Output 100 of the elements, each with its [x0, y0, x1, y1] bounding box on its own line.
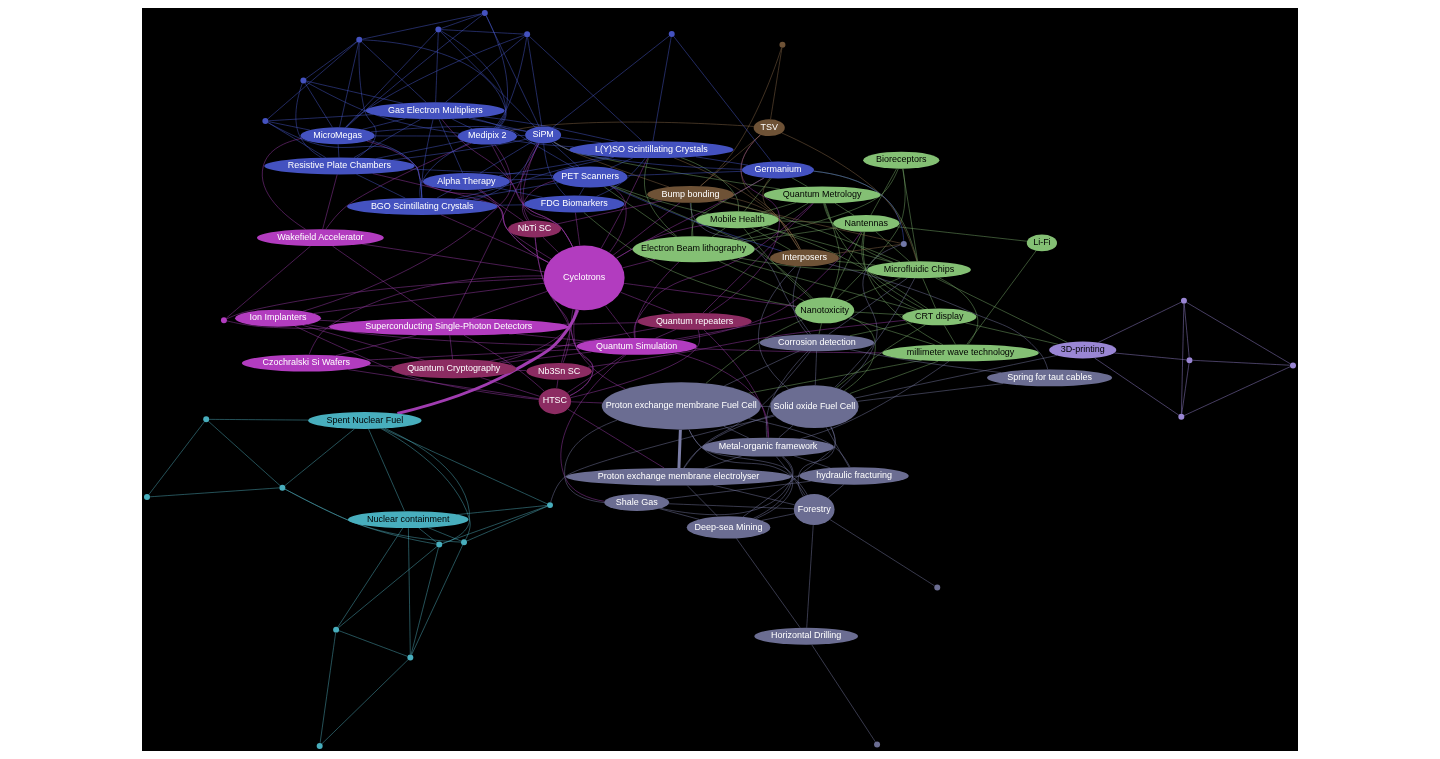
node-circle	[333, 626, 340, 633]
connector	[1113, 352, 1187, 361]
connector	[226, 278, 544, 320]
connector	[845, 277, 901, 302]
connector	[800, 361, 950, 440]
connector	[849, 349, 1002, 373]
connector	[305, 81, 460, 134]
connector	[441, 13, 483, 29]
connector	[834, 244, 902, 254]
connector	[870, 168, 897, 216]
connector	[711, 227, 726, 238]
connector	[753, 456, 793, 519]
connector	[410, 547, 439, 655]
node-circle	[435, 26, 442, 33]
node-ellipse: Bump bonding	[647, 185, 734, 203]
connector	[337, 527, 403, 628]
node-ellipse: Czochralski Si Wafers	[241, 354, 371, 372]
node-ellipse: Superconducting Single-Photon Detectors	[329, 318, 569, 336]
connector	[623, 283, 797, 307]
connector	[687, 485, 718, 517]
connector	[700, 47, 782, 187]
connector	[818, 323, 822, 335]
node-ellipse: BGO Scintillating Crystals	[347, 198, 498, 215]
connector	[935, 277, 1068, 343]
connector	[564, 419, 618, 503]
connector	[966, 250, 1037, 345]
connector	[705, 319, 804, 384]
connector	[421, 119, 434, 199]
connector	[922, 278, 936, 309]
connector	[489, 327, 658, 362]
node-ellipse: 3D-printing	[1049, 341, 1117, 359]
connector	[529, 36, 643, 142]
connector	[660, 456, 794, 515]
connector	[836, 260, 876, 266]
node-ellipse: Solid oxide Fuel Cell	[770, 385, 859, 429]
connector	[319, 632, 336, 744]
connector	[830, 231, 863, 298]
connector	[776, 456, 806, 496]
connector	[284, 488, 437, 545]
connector	[498, 309, 580, 363]
connector	[612, 185, 710, 214]
connector	[570, 308, 626, 390]
connector	[609, 157, 634, 169]
node-ellipse: Mobile Health	[696, 211, 779, 229]
connector	[689, 202, 811, 335]
node-circle	[407, 654, 414, 661]
connector	[411, 544, 463, 655]
node-ellipse: Wakefield Accelerator	[256, 229, 384, 247]
connector	[1098, 301, 1182, 343]
node-ellipse: Quantum Metrology	[763, 186, 881, 204]
node-circle	[203, 416, 210, 423]
connector	[356, 42, 377, 158]
connector	[781, 132, 918, 262]
connector	[438, 119, 463, 174]
connector	[226, 320, 333, 330]
connector	[471, 291, 548, 319]
connector	[723, 350, 800, 387]
connector	[600, 157, 648, 249]
connector	[449, 335, 453, 360]
connector	[445, 36, 525, 103]
connector	[673, 315, 798, 340]
node-ellipse: CRT display	[902, 308, 977, 326]
connector	[516, 135, 526, 136]
connector	[436, 189, 453, 199]
connector	[622, 259, 656, 269]
connector	[543, 143, 566, 196]
connector	[392, 138, 528, 161]
node-ellipse: Bioreceptors	[863, 151, 940, 169]
connector	[1186, 302, 1291, 365]
connector	[534, 237, 594, 396]
connector	[338, 546, 438, 628]
connector	[325, 143, 472, 230]
connector	[673, 157, 801, 250]
connector	[849, 360, 939, 394]
connector	[824, 203, 841, 298]
connector	[730, 259, 916, 311]
node-ellipse: Nantennas	[833, 214, 900, 232]
node-ellipse: Cyclotrons	[543, 245, 625, 311]
node-ellipse: MicroMegas	[300, 127, 375, 145]
connector	[861, 231, 919, 311]
connector	[494, 37, 527, 128]
connector	[652, 36, 672, 142]
connector	[677, 429, 682, 469]
connector	[515, 370, 527, 371]
node-ellipse: Quantum Cryptography	[391, 359, 517, 379]
connector	[596, 158, 646, 197]
connector	[1181, 362, 1190, 415]
connector	[409, 168, 554, 176]
connector	[690, 202, 694, 237]
connector	[834, 202, 855, 216]
connector	[148, 421, 205, 495]
connector	[823, 203, 894, 263]
connector	[620, 292, 675, 314]
connector	[348, 369, 540, 400]
connector	[792, 266, 809, 335]
connector	[790, 475, 800, 477]
connector	[944, 325, 956, 345]
connector	[477, 189, 524, 222]
connector	[742, 426, 836, 518]
connector	[826, 427, 850, 468]
